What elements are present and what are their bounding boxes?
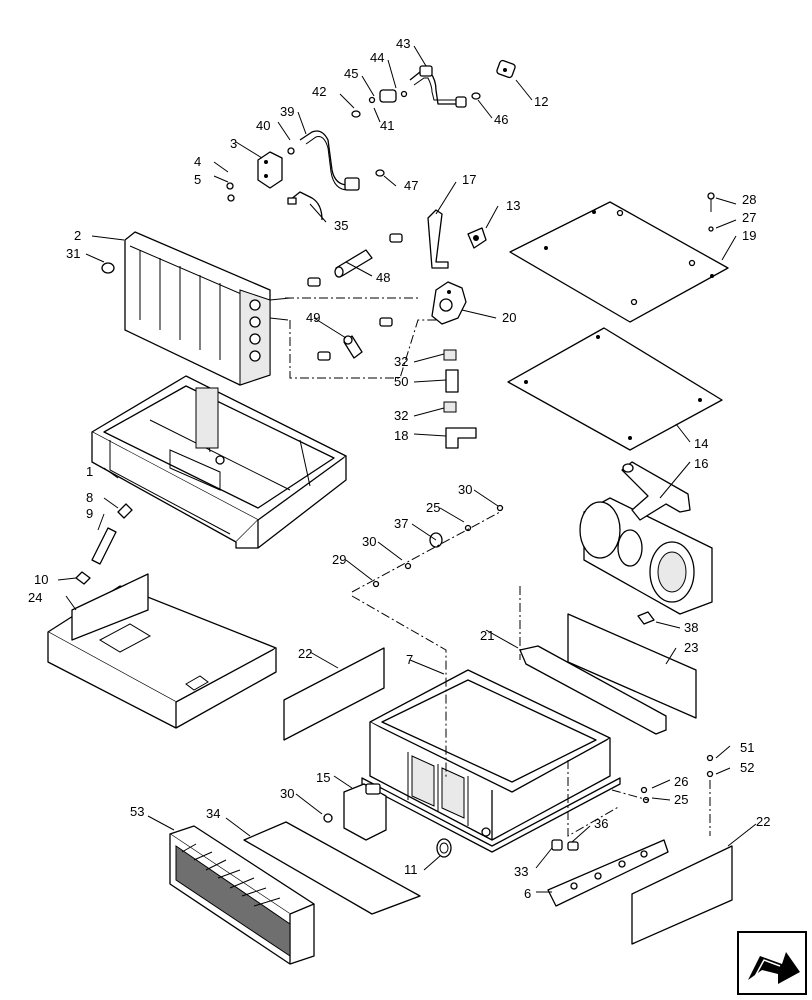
evaporator-core bbox=[101, 231, 291, 386]
air-intake-grille bbox=[169, 825, 315, 965]
assembly-reference-lines bbox=[351, 511, 711, 837]
callout-9: 9 bbox=[86, 506, 93, 521]
callout-3: 3 bbox=[230, 136, 237, 151]
callout-38: 38 bbox=[684, 620, 698, 635]
hose-parts bbox=[307, 233, 403, 361]
callout-39: 39 bbox=[280, 104, 294, 119]
hose-path-lower bbox=[289, 319, 440, 379]
callout-30-mid: 30 bbox=[362, 534, 376, 549]
callout-33: 33 bbox=[514, 864, 528, 879]
callout-23: 23 bbox=[684, 640, 698, 655]
callout-32-upper: 32 bbox=[394, 354, 408, 369]
callout-22-left: 22 bbox=[298, 646, 312, 661]
callout-8: 8 bbox=[86, 490, 93, 505]
callout-32-lower: 32 bbox=[394, 408, 408, 423]
callout-4: 4 bbox=[194, 154, 201, 169]
next-page-arrow-icon[interactable] bbox=[737, 931, 807, 995]
callout-51: 51 bbox=[740, 740, 754, 755]
callout-27: 27 bbox=[742, 210, 756, 225]
drain-parts bbox=[75, 503, 133, 585]
callout-34: 34 bbox=[206, 806, 220, 821]
callout-11: 11 bbox=[404, 862, 418, 877]
callout-22-right: 22 bbox=[756, 814, 770, 829]
callout-2: 2 bbox=[74, 228, 81, 243]
callout-12: 12 bbox=[534, 94, 548, 109]
callout-44: 44 bbox=[370, 50, 384, 65]
callout-6: 6 bbox=[524, 886, 531, 901]
callout-1: 1 bbox=[86, 464, 93, 479]
callout-29: 29 bbox=[332, 552, 346, 567]
cover-plate-19 bbox=[509, 192, 729, 323]
callout-30-bottom: 30 bbox=[280, 786, 294, 801]
filter-panels bbox=[243, 613, 733, 945]
callout-37: 37 bbox=[394, 516, 408, 531]
heater-valve bbox=[427, 209, 487, 449]
callout-49: 49 bbox=[306, 310, 320, 325]
base-tray bbox=[47, 573, 277, 729]
callout-24: 24 bbox=[28, 590, 42, 605]
callout-42: 42 bbox=[312, 84, 326, 99]
callout-40: 40 bbox=[256, 118, 270, 133]
callout-52: 52 bbox=[740, 760, 754, 775]
callout-48: 48 bbox=[376, 270, 390, 285]
callout-16: 16 bbox=[694, 456, 708, 471]
callout-43: 43 bbox=[396, 36, 410, 51]
refrigerant-piping bbox=[226, 59, 516, 221]
callout-5: 5 bbox=[194, 172, 201, 187]
callout-13: 13 bbox=[506, 198, 520, 213]
callout-21: 21 bbox=[480, 628, 494, 643]
callout-53: 53 bbox=[130, 804, 144, 819]
callout-41: 41 bbox=[380, 118, 394, 133]
callout-leader-lines bbox=[57, 45, 757, 893]
callout-25-lower: 25 bbox=[674, 792, 688, 807]
callout-28: 28 bbox=[742, 192, 756, 207]
callout-19: 19 bbox=[742, 228, 756, 243]
callout-17: 17 bbox=[462, 172, 476, 187]
callout-14: 14 bbox=[694, 436, 708, 451]
callout-labels: 1 2 3 4 5 6 7 8 9 10 11 12 13 14 15 16 1… bbox=[28, 36, 770, 901]
actuator-and-small-parts bbox=[323, 504, 714, 907]
callout-7: 7 bbox=[406, 652, 413, 667]
lower-housing bbox=[91, 375, 347, 549]
blower-motor bbox=[579, 461, 713, 625]
callout-50: 50 bbox=[394, 374, 408, 389]
blower-housing bbox=[361, 669, 621, 853]
cover-plate-14 bbox=[507, 327, 723, 451]
callout-20: 20 bbox=[502, 310, 516, 325]
callout-15: 15 bbox=[316, 770, 330, 785]
callout-26: 26 bbox=[674, 774, 688, 789]
callout-30-top: 30 bbox=[458, 482, 472, 497]
callout-25-upper: 25 bbox=[426, 500, 440, 515]
callout-46: 46 bbox=[494, 112, 508, 127]
callout-36: 36 bbox=[594, 816, 608, 831]
callout-47: 47 bbox=[404, 178, 418, 193]
callout-45: 45 bbox=[344, 66, 358, 81]
gasket-strip bbox=[519, 645, 667, 735]
callout-10: 10 bbox=[34, 572, 48, 587]
callout-35: 35 bbox=[334, 218, 348, 233]
callout-31: 31 bbox=[66, 246, 80, 261]
callout-18: 18 bbox=[394, 428, 408, 443]
